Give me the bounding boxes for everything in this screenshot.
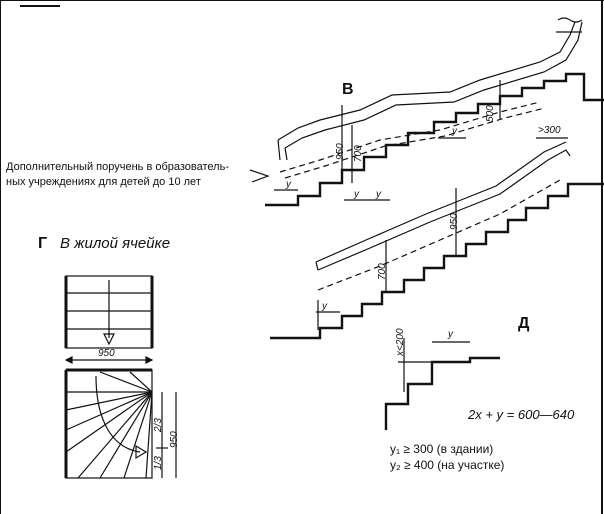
lower-stair-profile [270, 182, 604, 340]
detail-d-y-label: y [448, 329, 453, 340]
lower-handrail [317, 149, 571, 271]
upper-handrail [277, 21, 576, 141]
note-arrow [249, 169, 270, 183]
section-v-label: В [342, 81, 354, 98]
note-line-1: Дополнительный поручень в образователь- [6, 161, 229, 173]
dim-700-upper-label: 700 [353, 145, 364, 162]
lower-handrail-end [315, 261, 319, 271]
upper-wavy-detail [557, 17, 583, 23]
note-line-2: ных учреждениях для детей до 10 лет [6, 176, 201, 188]
plan-winder-treads [65, 371, 153, 479]
plan-winder-arrow [135, 444, 148, 460]
upper-stair-profile [265, 72, 604, 207]
dim-2-3-label: 2/3 [153, 418, 164, 432]
dim-y-upper-label-2: y [376, 189, 381, 200]
children-handrail-upper [279, 101, 541, 173]
dim-y-upper-label: y [354, 189, 359, 200]
condition-y2: y₂ ≥ 400 (на участке) [390, 458, 505, 472]
dim-1-3-label: 1/3 [153, 456, 164, 470]
section-d-label: Д [518, 315, 530, 332]
plan-winder-walk-line [95, 375, 141, 453]
children-handrail-lower [317, 179, 561, 291]
section-g-label: Г [38, 235, 48, 252]
dim-950-lower-label: 950 [449, 213, 460, 230]
section-g-title: В жилой ячейке [60, 235, 171, 252]
upper-handrail-inner [284, 21, 583, 149]
condition-y1: y₁ ≥ 300 (в здании) [390, 442, 494, 456]
dim-700-lower-label: 700 [377, 263, 388, 280]
dim-y-lower-label: y [322, 301, 327, 312]
children-handrail-upper-2 [284, 107, 546, 179]
dim-y-mid-label: y [452, 126, 457, 137]
dim-500-label: 500 [485, 105, 496, 122]
detail-d-stair-profile [384, 356, 500, 430]
lower-handrail-inner [315, 141, 567, 263]
formula-text: 2x + y = 600—640 [468, 407, 575, 422]
dim-950-upper-label: 950 [335, 143, 346, 160]
dim-950-plan-arrows [64, 356, 154, 364]
upper-handrail-end [277, 139, 288, 161]
dim-950-side-label: 950 [169, 431, 180, 448]
dim-y-left-label: y [286, 179, 291, 190]
dim-300-label: >300 [538, 125, 561, 136]
detail-d-x-label: x<200 [395, 328, 406, 356]
plan-direction-arrow [103, 333, 115, 346]
dim-950-plan-label: 950 [98, 348, 115, 359]
